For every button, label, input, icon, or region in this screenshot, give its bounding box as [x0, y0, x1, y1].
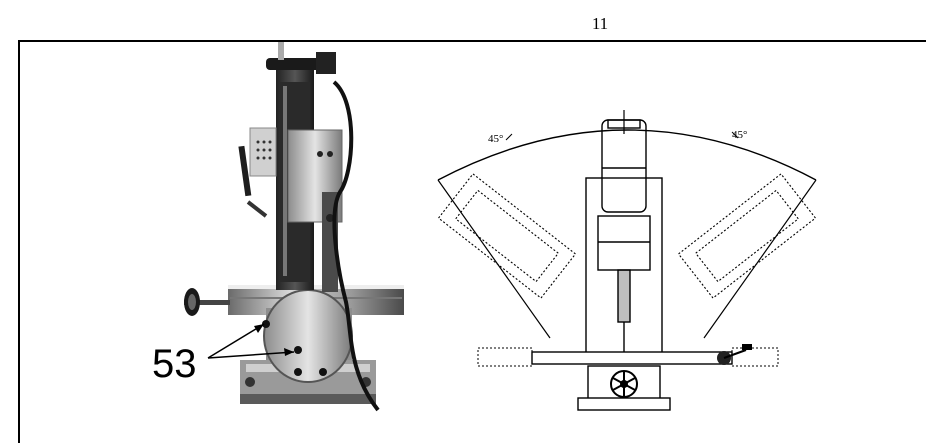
machine-photo: 53: [148, 42, 432, 412]
callout-label: 53: [152, 342, 197, 386]
tilted-head-right: [677, 173, 817, 299]
tilt-diagram: 45° 45°: [428, 98, 828, 416]
diagram-table: [477, 344, 779, 367]
diagram-base: [577, 365, 671, 411]
rotary-table: [262, 289, 353, 383]
arc-left-radius: [437, 179, 551, 339]
tilted-head-left: [437, 173, 577, 299]
callout-arrows: [207, 323, 295, 359]
upright-column: [585, 119, 663, 357]
angle-label-left: 45°: [488, 133, 503, 145]
power-cable: [332, 80, 380, 412]
frame-left-border: [18, 40, 20, 443]
tilt-arc: [437, 129, 817, 181]
angle-label-right: 45°: [732, 129, 747, 141]
frame-top-border: [18, 40, 926, 42]
arc-right-radius: [703, 179, 817, 339]
page-number: 11: [591, 14, 609, 33]
